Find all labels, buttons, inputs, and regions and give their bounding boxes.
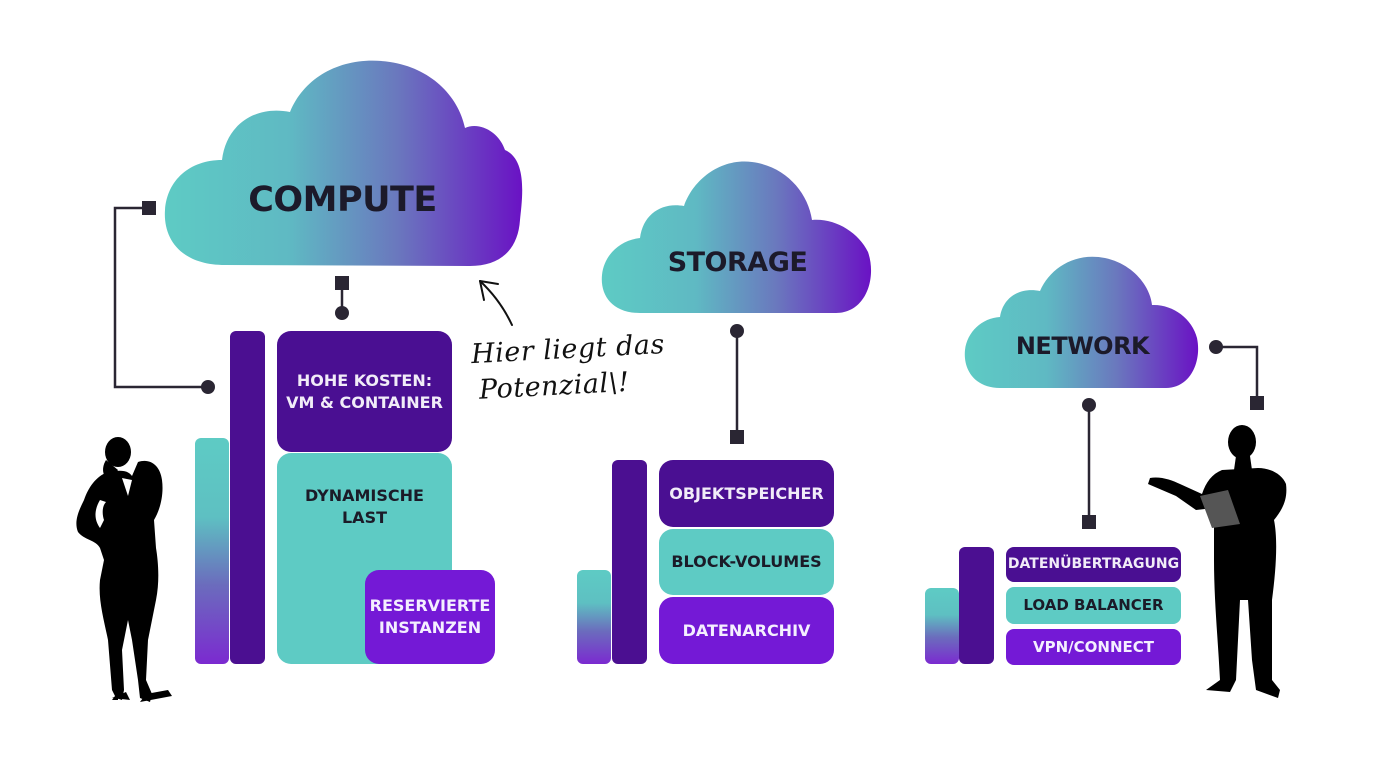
annotation-arrow-icon <box>479 280 513 326</box>
compute-bar-tall <box>230 331 265 664</box>
network-box-vpn-connect: VPN/CONNECT <box>1006 629 1181 665</box>
compute-cloud-label: COMPUTE <box>248 180 437 220</box>
storage-bar-tall <box>612 460 647 664</box>
storage-box-data-archive: DATENARCHIV <box>659 597 834 664</box>
businesswoman-silhouette <box>76 437 172 702</box>
storage-cloud-label: STORAGE <box>667 247 808 278</box>
storage-box-object-storage: OBJEKTSPEICHER <box>659 460 834 527</box>
network-bar-small <box>925 588 959 664</box>
network-cloud <box>964 256 1199 388</box>
storage-box-block-volumes: BLOCK-VOLUMES <box>659 529 834 595</box>
compute-box-high-costs: HOHE KOSTEN: VM & CONTAINER <box>277 331 452 452</box>
storage-cloud <box>601 161 872 313</box>
network-box-data-transfer: DATENÜBERTRAGUNG <box>1006 547 1181 582</box>
compute-cloud <box>164 60 523 266</box>
network-box-load-balancer: LOAD BALANCER <box>1006 587 1181 624</box>
compute-side-connector <box>113 206 208 389</box>
storage-bar-small <box>577 570 611 664</box>
network-side-connector <box>1216 345 1259 402</box>
compute-bar-small <box>195 438 229 664</box>
network-bar-tall <box>959 547 994 664</box>
connector-dot-terminal <box>201 380 215 394</box>
network-cloud-label: NETWORK <box>1015 332 1150 360</box>
businessman-silhouette <box>1148 425 1287 698</box>
annotation-note: Hier liegt das Potenzial\! <box>470 327 667 409</box>
compute-box-reserved-instances: RESERVIERTE INSTANZEN <box>365 570 495 664</box>
connector-square-terminal <box>142 201 156 215</box>
